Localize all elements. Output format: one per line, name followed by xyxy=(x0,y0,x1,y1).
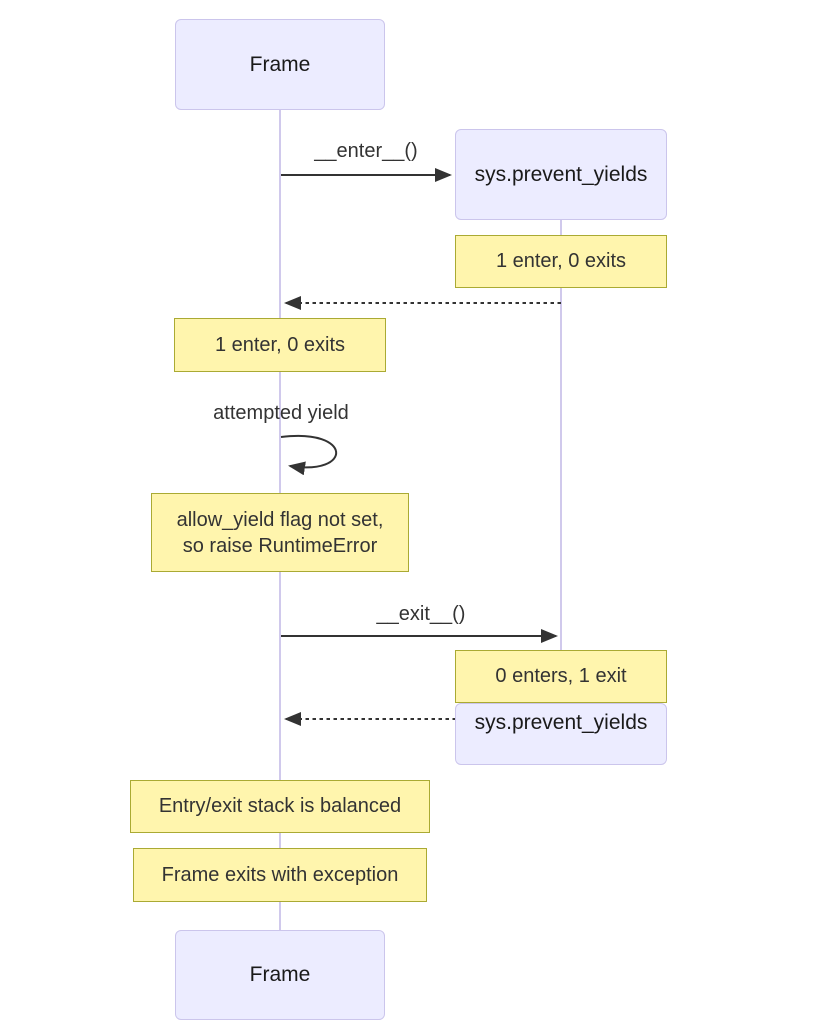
actor-label: sys.prevent_yields xyxy=(474,711,648,734)
note-stack-balanced: Entry/exit stack is balanced xyxy=(130,780,430,833)
actor-frame-bottom: Frame xyxy=(175,930,385,1020)
note-frame-exception: Frame exits with exception xyxy=(133,848,427,902)
actor-frame-top: Frame xyxy=(175,19,385,110)
message-label-self-loop: attempted yield xyxy=(213,402,349,424)
actor-label: Frame xyxy=(249,963,311,986)
note-sys-enter-count: 1 enter, 0 exits xyxy=(455,235,667,288)
message-label-exit: __exit__() xyxy=(376,603,466,625)
note-frame-enter-count: 1 enter, 0 exits xyxy=(174,318,386,372)
note-sys-exit-count: 0 enters, 1 exit xyxy=(455,650,667,703)
self-loop-arrow xyxy=(280,434,338,476)
actor-sys-destroyed: sys.prevent_yields xyxy=(455,703,667,765)
message-label-enter: __enter__() xyxy=(314,140,418,162)
actor-label: Frame xyxy=(249,52,311,76)
note-allow-yield-error: allow_yield flag not set, so raise Runti… xyxy=(151,493,409,572)
actor-label: sys.prevent_yields xyxy=(474,162,648,186)
actor-sys-created: sys.prevent_yields xyxy=(455,129,667,220)
